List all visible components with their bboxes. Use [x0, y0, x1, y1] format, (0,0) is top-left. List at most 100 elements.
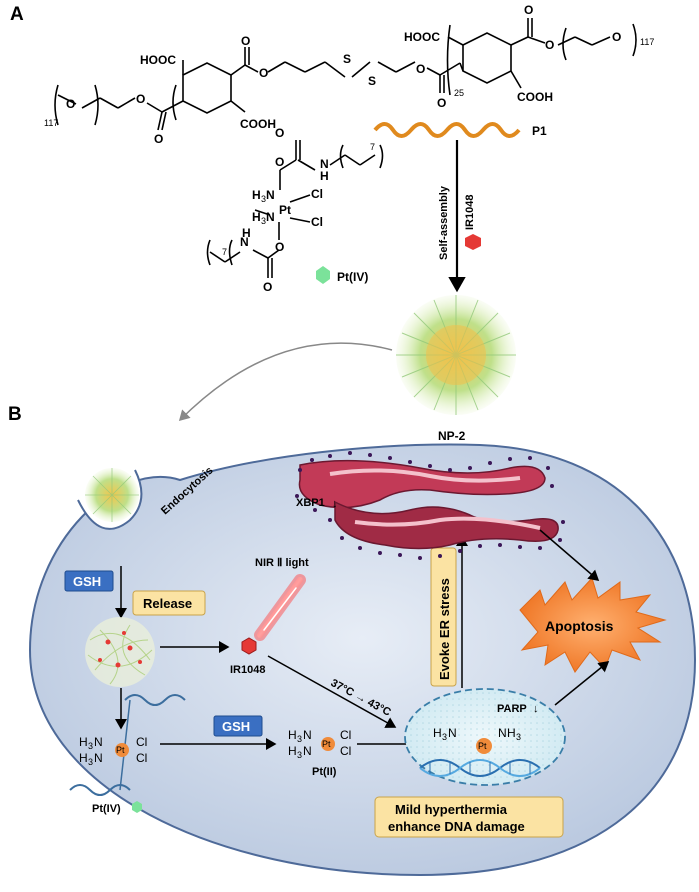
pt-ii-atom — [321, 737, 335, 751]
o-carbonyl-2: O — [437, 96, 446, 110]
sub3-b-ptii: 3 — [297, 750, 302, 760]
gsh-label-1: GSH — [73, 574, 101, 589]
pt-center-label: Pt — [279, 203, 291, 217]
pt-ii-pt: Pt — [322, 739, 331, 749]
sub3-b-cell: 3 — [88, 757, 93, 767]
repeat-25: 25 — [454, 88, 464, 98]
repeat-7-a: 7 — [370, 142, 375, 152]
uptake-arrow — [178, 342, 393, 422]
nir-laser-icon — [254, 574, 306, 641]
parp-down-arrow-icon: ↓ — [533, 703, 539, 715]
o-peg-left: O — [66, 97, 75, 111]
cl-b-ptii: Cl — [340, 744, 351, 758]
self-assembly-label: Self-assembly — [438, 185, 450, 260]
endocytosis-np — [85, 468, 139, 522]
o-carbonyl-4: O — [154, 132, 163, 146]
n-nuc-a: N — [448, 726, 457, 740]
sub3-b: 3 — [261, 216, 266, 226]
sub3-a: 3 — [261, 194, 266, 204]
cooh-label-right: COOH — [517, 90, 553, 104]
n-b-ptii: N — [303, 744, 312, 758]
p1-label: P1 — [532, 124, 547, 138]
pt-iv-label-top: Pt(IV) — [337, 270, 368, 284]
sub3-a-cell: 3 — [88, 741, 93, 751]
cyclohexane-ring-left — [182, 62, 232, 114]
pt-iv-cell-label: Pt(IV) — [92, 803, 121, 815]
cl-label-b: Cl — [311, 215, 323, 229]
n-b-cell: N — [94, 751, 103, 765]
endoplasmic-reticulum — [295, 451, 565, 560]
release-label: Release — [143, 596, 192, 611]
cl-b-cell: Cl — [136, 751, 147, 765]
h-label-a: H — [320, 169, 329, 183]
sub3-nuc-a: 3 — [442, 732, 447, 742]
ir1048-cell-hexagon-icon — [241, 637, 257, 655]
s-atom-1: S — [343, 52, 351, 66]
pt-ii-label: Pt(II) — [312, 766, 337, 778]
cl-label-a: Cl — [311, 187, 323, 201]
np2-label: NP-2 — [438, 429, 466, 443]
o-ester-1: O — [259, 66, 268, 80]
evoke-er-box — [430, 547, 457, 687]
h3n-a-ptii: H — [288, 728, 297, 742]
o-carbonyl-1: O — [241, 34, 250, 48]
panel-letter-b: B — [8, 404, 22, 425]
o-label-c: O — [275, 240, 284, 254]
cooh-label-left: COOH — [240, 117, 276, 131]
pt-nuc-pt: Pt — [478, 741, 487, 751]
heating-arrow — [267, 655, 397, 728]
apoptosis-burst — [519, 577, 667, 673]
ir1048-label-top: IR1048 — [464, 195, 476, 230]
pt-iv-hexagon-icon — [316, 266, 330, 284]
n-label-a: N — [320, 157, 329, 171]
panel-letter-a: A — [10, 4, 24, 25]
n-nuc-b: N — [498, 726, 507, 740]
polymer-labels: HOOC COOH HOOC COOH O O S S O O 25 O O O… — [44, 3, 654, 146]
nucleus-to-apoptosis-arrow — [554, 661, 610, 706]
o-carbonyl-3: O — [524, 3, 533, 17]
pt-iv-cell-hexagon-icon — [132, 801, 142, 813]
n-label-c: N — [266, 210, 275, 224]
xbp1-label: XBP1 — [296, 497, 325, 509]
xbp1-down-arrow-icon: ↓ — [332, 498, 338, 510]
n-a-cell: N — [94, 735, 103, 749]
h-nuc-b: H — [507, 726, 516, 740]
hyperthermia-box — [374, 796, 564, 838]
sub3-a-ptii: 3 — [297, 734, 302, 744]
hyperthermia-line-2: enhance DNA damage — [388, 819, 525, 834]
n-a-ptii: N — [303, 728, 312, 742]
pt-iv-labels: O O N H 7 H 3 N H 3 N Pt Cl Cl O O N H 7… — [222, 126, 375, 294]
hooc-label-left: HOOC — [140, 53, 176, 67]
h3n-label-b: H — [252, 210, 261, 224]
er-to-apoptosis-arrow — [539, 529, 600, 581]
o-ester-3: O — [545, 38, 554, 52]
h3n-b-ptii: H — [288, 744, 297, 758]
repeat-7-b: 7 — [222, 247, 227, 257]
ir1048-cell-label: IR1048 — [230, 664, 265, 676]
o-label-b: O — [275, 155, 284, 169]
n-label-b: N — [266, 188, 275, 202]
hooc-label-right: HOOC — [404, 30, 440, 44]
polymer-structure — [54, 18, 637, 131]
repeat-117-left: 117 — [44, 118, 58, 128]
gsh-box-2 — [213, 715, 263, 737]
o-ester-2: O — [416, 62, 425, 76]
h3n-a-cell: H — [79, 735, 88, 749]
s-atom-2: S — [368, 74, 376, 88]
ir1048-hexagon-icon — [465, 234, 481, 250]
released-np — [85, 617, 155, 687]
cyclohexane-ring-right — [462, 32, 512, 84]
o-label-a: O — [275, 126, 284, 140]
cl-a-cell: Cl — [136, 735, 147, 749]
o-peg-right: O — [612, 30, 621, 44]
sub3-nuc-b: 3 — [516, 732, 521, 742]
pt-nucleus-atom — [476, 738, 492, 754]
cl-a-ptii: Cl — [340, 728, 351, 742]
n-label-d: N — [240, 235, 249, 249]
gsh-box-1 — [64, 570, 114, 592]
h3n-label-a: H — [252, 188, 261, 202]
repeat-117-right: 117 — [640, 37, 654, 47]
evoke-er-label: Evoke ER stress — [437, 578, 452, 680]
pt-iv-structure — [206, 140, 384, 278]
